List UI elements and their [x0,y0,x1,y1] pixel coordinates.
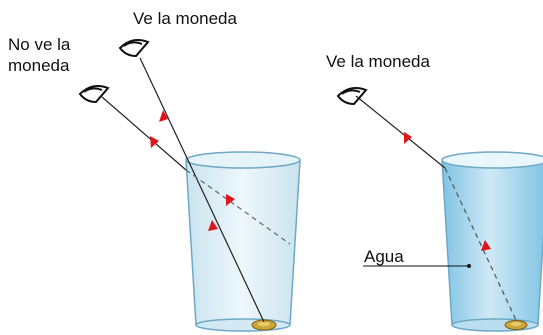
label-sees-coin-right: Ve la moneda [326,52,431,71]
eye-icon [118,39,150,58]
eye-icon [336,87,368,106]
eye-icon [78,85,110,104]
label-no-see-line2: moneda [8,56,70,75]
label-water: Agua [364,247,404,266]
rays-right [355,95,517,321]
rays-left [101,57,291,323]
water-glass [441,151,543,332]
coin-icon [251,319,277,331]
label-no-see-line1: No ve la [8,35,71,54]
water-label-pointer [363,264,471,268]
label-sees-coin-left: Ve la moneda [133,9,238,28]
coin-icon [504,320,528,330]
empty-glass [185,151,301,332]
